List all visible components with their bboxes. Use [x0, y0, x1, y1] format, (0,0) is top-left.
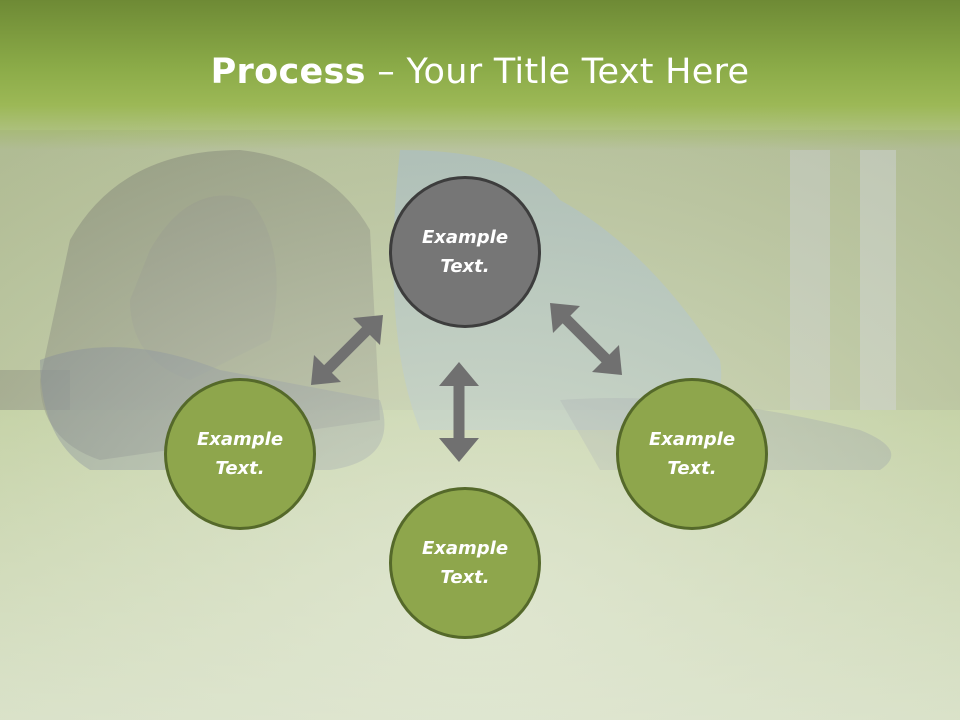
- slide-title: Process – Your Title Text Here: [0, 52, 960, 92]
- node-left-text: Example Text.: [196, 429, 284, 479]
- double-arrow-right-icon: [550, 303, 622, 375]
- title-bold: Process: [210, 52, 366, 92]
- title-band: [0, 0, 960, 150]
- double-arrow-left-icon: [311, 315, 383, 385]
- node-right-text: Example Text.: [648, 429, 736, 479]
- process-node-top[interactable]: Example Text.: [389, 176, 541, 328]
- process-node-left[interactable]: Example Text.: [164, 378, 316, 530]
- title-rest: – Your Title Text Here: [365, 52, 750, 92]
- double-arrow-vertical-icon: [439, 362, 479, 462]
- node-bottom-text: Example Text.: [421, 538, 509, 588]
- process-node-bottom[interactable]: Example Text.: [389, 487, 541, 639]
- node-top-text: Example Text.: [421, 227, 509, 277]
- process-node-right[interactable]: Example Text.: [616, 378, 768, 530]
